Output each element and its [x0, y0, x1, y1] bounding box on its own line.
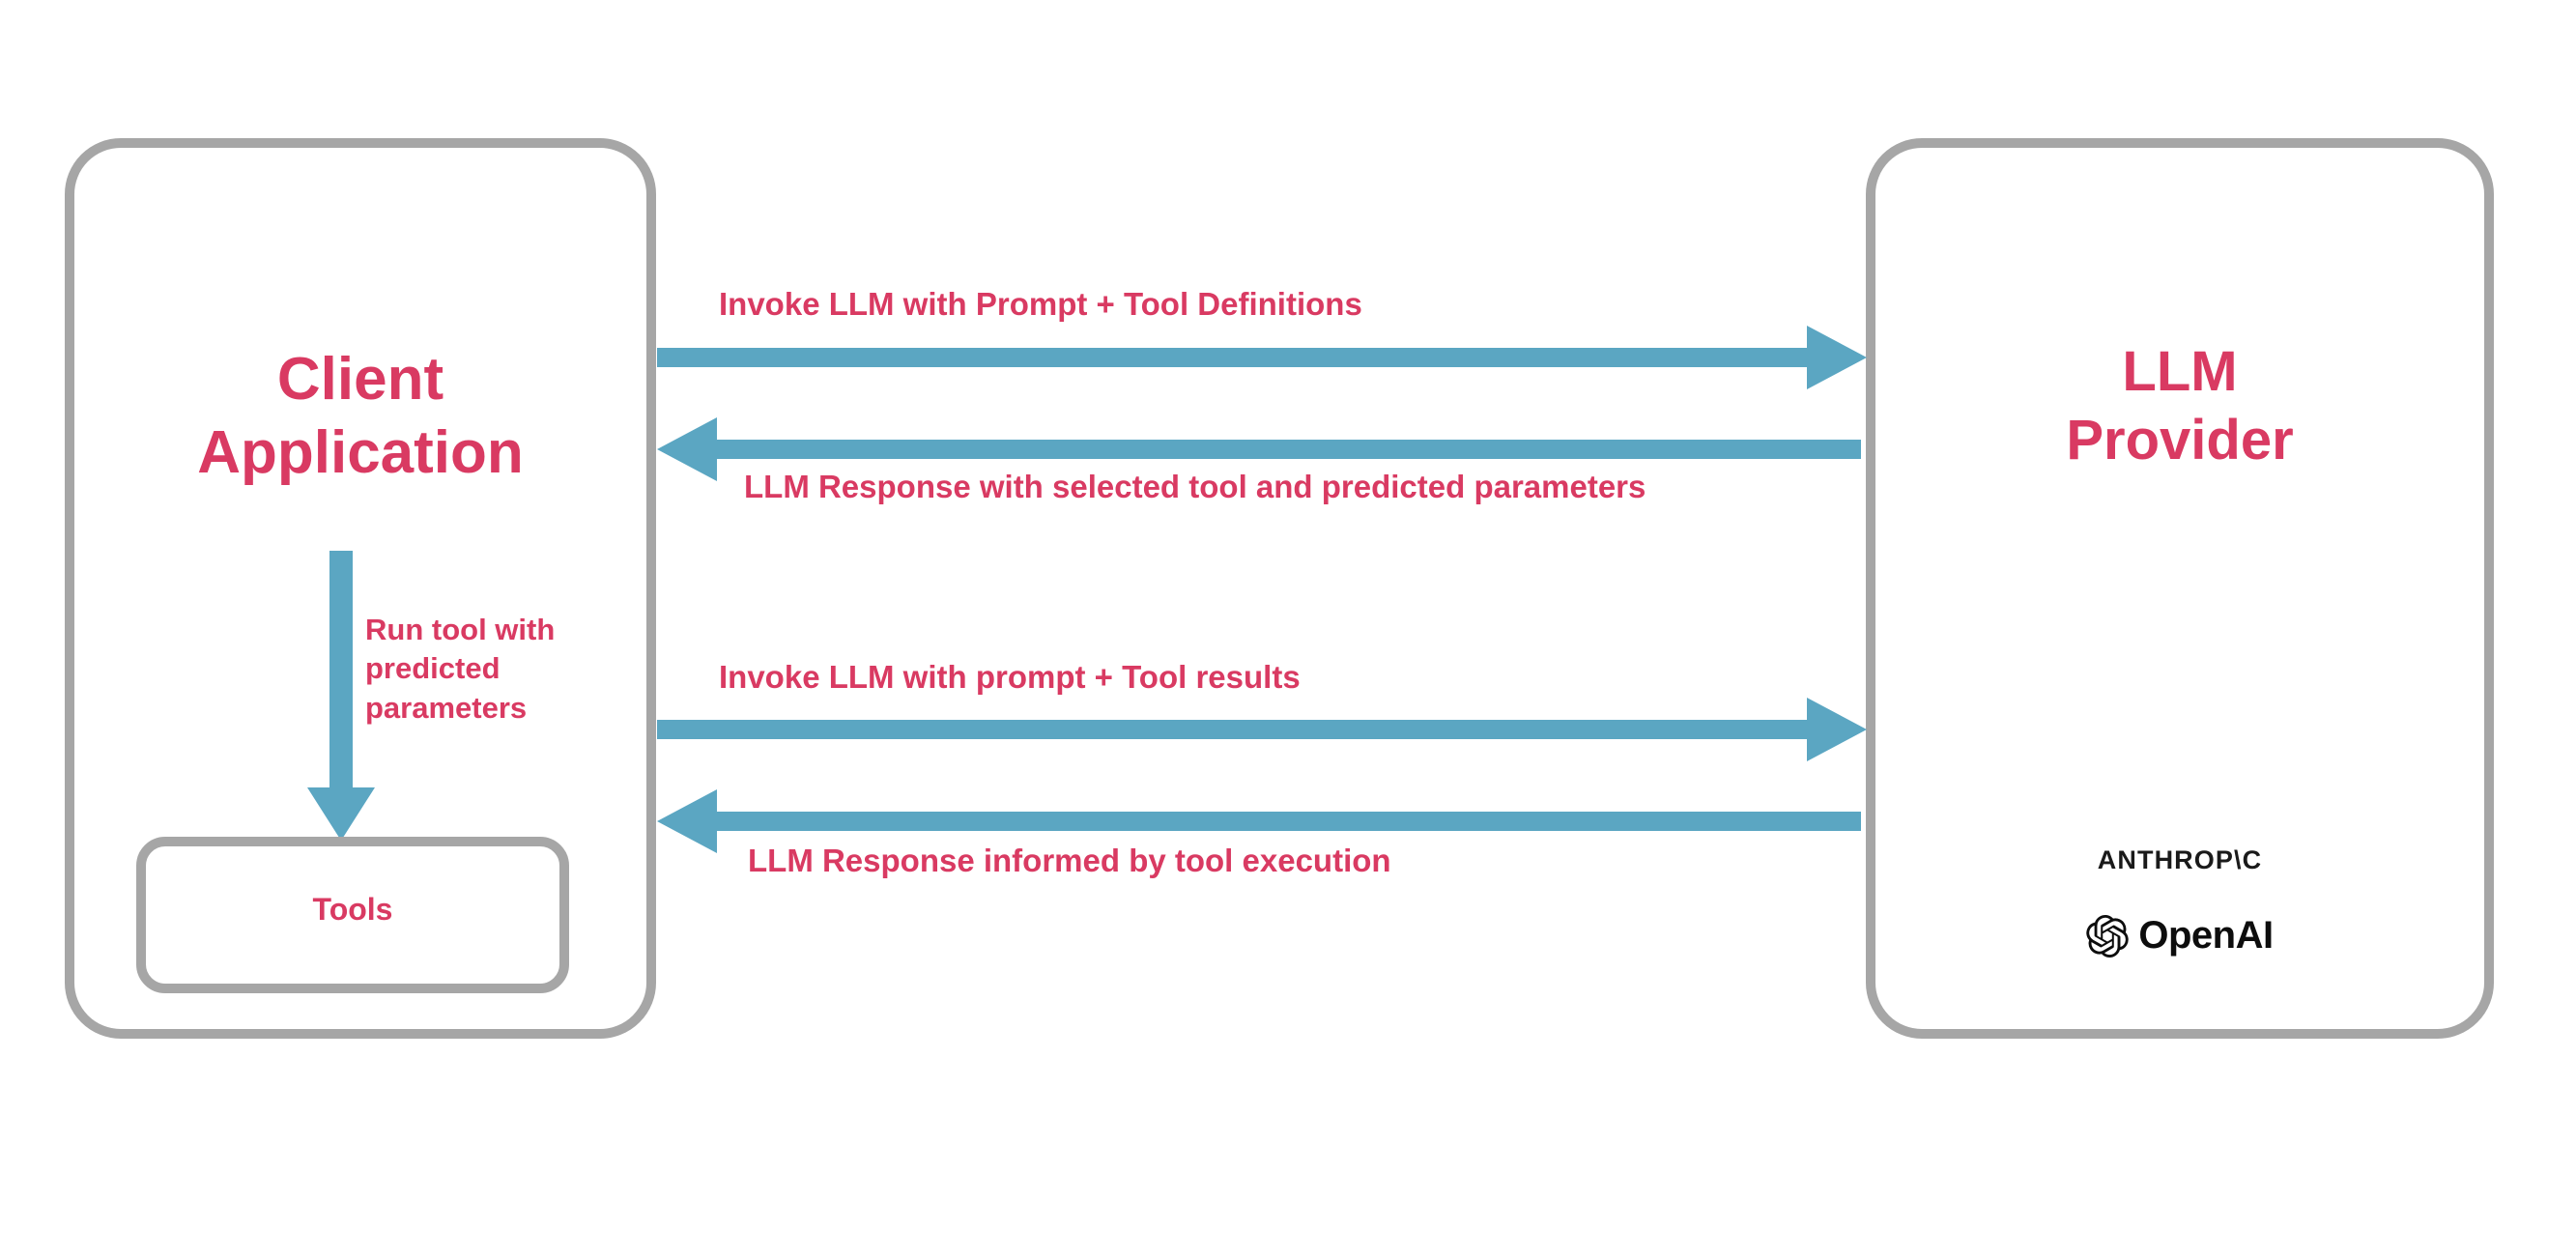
arrow-invoke-llm-with-prompt-tool-definitions	[657, 318, 1867, 397]
client-application-title: Client Application	[197, 346, 524, 486]
llm-provider-box	[1866, 138, 2494, 1039]
tools-box[interactable]	[136, 837, 569, 993]
arrow-label-response-2: LLM Response informed by tool execution	[748, 843, 1391, 878]
arrow-label-response-1: LLM Response with selected tool and pred…	[744, 469, 1646, 504]
arrow-llm-response-informed-by-tool-execution	[657, 782, 1861, 861]
openai-logo: OpenAI	[1875, 914, 2484, 958]
tools-label: Tools	[312, 892, 393, 927]
llm-provider-title: LLM Provider	[2066, 340, 2294, 472]
anthropic-logo: ANTHROP\C	[2097, 845, 2263, 874]
arrow-label-invoke-1: Invoke LLM with Prompt + Tool Definition…	[719, 286, 1362, 322]
openai-knot-icon	[2086, 914, 2130, 958]
arrow-llm-response-with-selected-tool	[657, 410, 1861, 489]
run-tool-arrow-label: Run tool with predicted parameters	[365, 613, 556, 725]
run-tool-arrow	[301, 551, 381, 841]
arrow-label-invoke-2: Invoke LLM with prompt + Tool results	[719, 659, 1301, 695]
openai-wordmark: OpenAI	[2138, 914, 2274, 957]
arrow-invoke-llm-with-prompt-tool-results	[657, 690, 1867, 769]
